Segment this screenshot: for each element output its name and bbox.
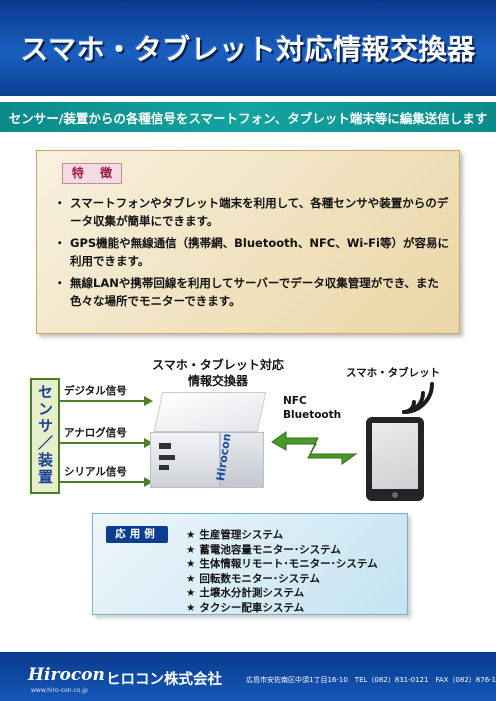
applications-label: 応用例: [106, 526, 168, 543]
device-side: [220, 432, 264, 488]
header-banner: [0, 0, 496, 96]
wireless-nfc: NFC: [283, 395, 307, 407]
feature-item: 無線LANや携帯回線を利用してサーバーでデータ収集管理ができ、また色々な場所でモ…: [54, 274, 454, 310]
device-title: スマホ・タブレット対応 情報交換器: [140, 357, 296, 389]
device-title-line2: 情報交換器: [187, 374, 248, 388]
application-item: ★タクシー配車システム: [186, 601, 305, 614]
features-list: スマートフォンやタブレット端末を利用して、各種センサや装置からのデータ収集が簡単…: [54, 194, 454, 314]
sensor-label: センサ／装置: [36, 384, 54, 486]
application-item: ★土壌水分計測システム: [186, 587, 305, 599]
application-item: ★蓄電池容量モニター･システム: [186, 543, 341, 556]
wifi-waves-icon: [402, 382, 434, 414]
star-icon: ★: [186, 587, 196, 599]
application-item: ★回転数モニター･システム: [186, 572, 320, 585]
arrow-right-icon: [144, 477, 153, 487]
device-port: [159, 465, 169, 470]
signal-analog: アナログ信号: [64, 427, 127, 439]
device-title-line1: スマホ・タブレット対応: [152, 358, 284, 372]
footer-url[interactable]: www.hiro-con.co.jp: [31, 687, 88, 694]
signal-line-analog: [60, 442, 146, 444]
wireless-label: NFC Bluetooth: [283, 394, 341, 422]
page-subtitle: センサー/装置からの各種信号をスマートフォン、タブレット端末等に編集送信します: [8, 111, 488, 126]
star-icon: ★: [186, 601, 196, 614]
subtitle-bar: [0, 102, 496, 132]
star-icon: ★: [186, 572, 196, 585]
device-port: [159, 455, 175, 460]
tablet-home-button: [392, 492, 398, 498]
signal-digital: デジタル信号: [64, 385, 127, 397]
footer-company-name: ヒロコン株式会社: [106, 672, 222, 688]
feature-item: スマートフォンやタブレット端末を利用して、各種センサや装置からのデータ収集が簡単…: [54, 194, 454, 230]
device-port: [159, 443, 171, 449]
applications-list: ★生産管理システム ★蓄電池容量モニター･システム ★生体情報リモート･モニター…: [186, 528, 378, 615]
device-front: [150, 432, 220, 488]
star-icon: ★: [186, 543, 196, 556]
signal-line-digital: [60, 400, 146, 402]
footer-address: 広島市安佐南区中須1丁目16-10 TEL（082）831-0121 FAX（0…: [246, 676, 496, 684]
arrow-right-icon: [144, 438, 153, 448]
signal-line-serial: [60, 481, 146, 483]
footer-bar: [0, 652, 496, 701]
tablet-screen: [372, 423, 418, 489]
sensor-box: [30, 378, 60, 494]
smartphone-label: スマホ・タブレット: [346, 367, 441, 379]
features-label: 特 徴: [62, 163, 122, 184]
arrow-right-icon: [144, 396, 153, 406]
device-top: [153, 392, 267, 432]
wireless-bluetooth: Bluetooth: [283, 409, 342, 421]
wireless-zigzag-icon: [271, 431, 358, 465]
feature-item: GPS機能や無線通信（携帯網、Bluetooth、NFC、Wi-Fi等）が容易に…: [54, 234, 454, 270]
page-title: スマホ・タブレット対応情報交換器: [20, 33, 476, 66]
star-icon: ★: [186, 558, 196, 570]
device-image: [150, 392, 268, 490]
application-item: ★生産管理システム: [186, 529, 284, 541]
star-icon: ★: [186, 529, 196, 541]
footer-logo: Hirocon: [28, 665, 105, 685]
signal-serial: シリアル信号: [64, 466, 127, 478]
application-item: ★生体情報リモート･モニター･システム: [186, 558, 378, 570]
